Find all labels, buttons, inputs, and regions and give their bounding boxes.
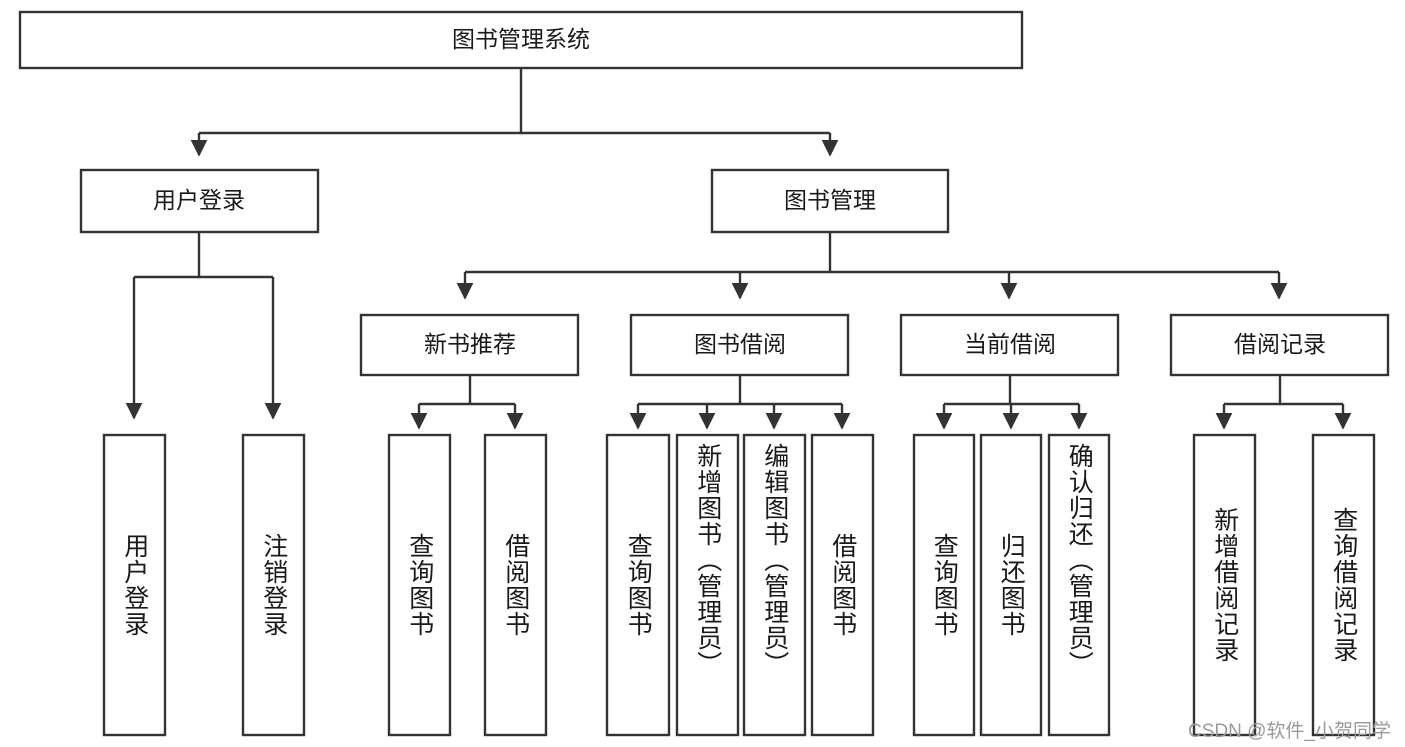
- connector-borrow-record-to-leaves: [1215, 375, 1352, 430]
- leaf-box-user-login[interactable]: [102, 433, 167, 737]
- book-borrow-label: 图书借阅: [694, 331, 786, 357]
- node-new-book-recommend[interactable]: 新书推荐: [359, 313, 580, 377]
- leaf-box-return-book[interactable]: [979, 433, 1043, 737]
- new-book-recommend-label: 新书推荐: [424, 331, 516, 357]
- node-root[interactable]: 图书管理系统: [18, 10, 1024, 70]
- leaf-box-borrow-book-2[interactable]: [810, 433, 875, 737]
- leaf-box-query-record[interactable]: [1311, 433, 1376, 737]
- node-current-borrow[interactable]: 当前借阅: [899, 313, 1120, 377]
- leaf-box-query-book-2[interactable]: [605, 433, 671, 737]
- current-borrow-label: 当前借阅: [964, 331, 1056, 357]
- leaf-box-edit-book[interactable]: [742, 433, 807, 737]
- connector-current-borrow-to-leaves: [935, 375, 1088, 430]
- node-borrow-record[interactable]: 借阅记录: [1169, 313, 1390, 377]
- leaf-box-confirm-return[interactable]: [1047, 433, 1111, 737]
- book-management-label: 图书管理: [784, 187, 876, 213]
- leaf-box-query-book-1[interactable]: [387, 433, 452, 737]
- leaf-box-query-book-3[interactable]: [912, 433, 976, 737]
- node-user-login[interactable]: 用户登录: [79, 168, 320, 234]
- root-label: 图书管理系统: [452, 26, 590, 52]
- node-book-borrow[interactable]: 图书借阅: [629, 313, 850, 377]
- connector-user-login-to-leaves: [125, 232, 282, 420]
- connector-book-borrow-to-leaves: [629, 375, 851, 430]
- root-box[interactable]: [18, 10, 1024, 70]
- leaf-box-user-logout[interactable]: [241, 433, 306, 737]
- leaf-box-add-record[interactable]: [1192, 433, 1257, 737]
- user-login-label: 用户登录: [153, 187, 245, 213]
- leaf-box-borrow-book-1[interactable]: [483, 433, 548, 737]
- user-login-box[interactable]: [79, 168, 320, 234]
- borrow-record-label: 借阅记录: [1234, 331, 1326, 357]
- current-borrow-box[interactable]: [899, 313, 1120, 377]
- new-book-recommend-box[interactable]: [359, 313, 580, 377]
- node-book-management[interactable]: 图书管理: [710, 168, 950, 234]
- csdn-watermark: CSDN @软件_小贺同学: [1188, 721, 1391, 742]
- connector-root-to-level2: [190, 68, 839, 157]
- connector-book-management-to-level3: [456, 232, 1288, 300]
- leaf-box-add-book[interactable]: [675, 433, 740, 737]
- connector-new-book-recommend-to-leaves: [410, 375, 524, 430]
